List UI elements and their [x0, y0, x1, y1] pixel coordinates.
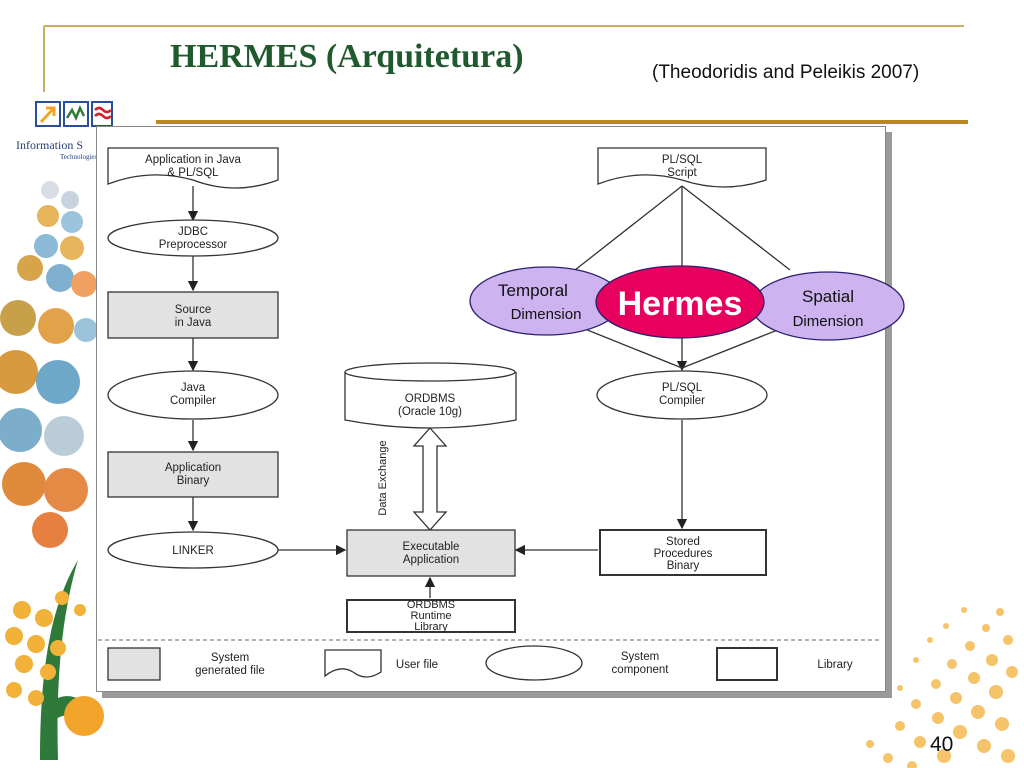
runtime-library-node: ORDBMS Runtime Library: [346, 599, 516, 633]
svg-text:JDBC: JDBC: [178, 226, 208, 238]
svg-text:Compiler: Compiler: [170, 395, 216, 407]
page-number: 40: [930, 733, 954, 756]
svg-text:Executable: Executable: [403, 541, 460, 553]
legend-system-file-swatch: [107, 647, 161, 681]
svg-text:generated file: generated file: [195, 665, 265, 677]
svg-text:Binary: Binary: [177, 475, 210, 487]
svg-text:Procedures: Procedures: [654, 548, 713, 560]
plsql-script-node: PL/SQL Script: [597, 147, 767, 188]
svg-text:System: System: [211, 652, 249, 664]
citation: (Theodoridis and Peleikis 2007): [652, 62, 920, 83]
svg-text:Hermes: Hermes: [618, 285, 743, 323]
right-dots: [866, 607, 1018, 768]
logo-icon: [35, 101, 113, 127]
svg-text:Library: Library: [817, 659, 852, 671]
svg-text:Binary: Binary: [667, 560, 700, 572]
green-swoosh: [40, 560, 78, 760]
spatial-dimension-node: Spatial Dimension: [751, 271, 905, 341]
data-exchange-label: Data Exchange: [377, 440, 389, 515]
ordbms-database-node: ORDBMS (Oracle 10g): [344, 362, 517, 429]
stored-procedures-node: Stored Procedures Binary: [599, 529, 767, 576]
svg-text:Application: Application: [403, 554, 459, 566]
slide-title: HERMES (Arquitetura): [170, 38, 524, 75]
svg-text:(Oracle 10g): (Oracle 10g): [398, 406, 462, 418]
linker-node: LINKER: [107, 531, 279, 569]
legend: System generated file User file System c…: [107, 645, 853, 681]
svg-text:Preprocessor: Preprocessor: [159, 239, 228, 251]
svg-text:ORDBMS: ORDBMS: [407, 599, 455, 611]
executable-application-node: Executable Application: [346, 529, 516, 577]
svg-text:Runtime: Runtime: [411, 610, 452, 622]
svg-text:PL/SQL: PL/SQL: [662, 154, 703, 166]
svg-text:System: System: [621, 651, 659, 663]
orange-ball: [64, 696, 104, 736]
svg-text:Application in Java: Application in Java: [145, 154, 241, 166]
svg-text:Temporal: Temporal: [498, 281, 568, 300]
svg-text:Application: Application: [165, 462, 221, 474]
svg-text:User file: User file: [396, 659, 438, 671]
data-exchange-arrow: [412, 427, 448, 531]
legend-component-swatch: [485, 645, 583, 681]
application-java-node: Application in Java & PL/SQL: [107, 147, 279, 189]
legend-library-swatch: [716, 647, 778, 681]
svg-text:Compiler: Compiler: [659, 395, 705, 407]
svg-text:Dimension: Dimension: [793, 313, 864, 330]
svg-text:Stored: Stored: [666, 536, 700, 548]
java-compiler-node: Java Compiler: [107, 370, 279, 420]
logo-text: Information S: [16, 138, 83, 152]
svg-text:component: component: [612, 664, 670, 676]
svg-text:Spatial: Spatial: [802, 287, 854, 306]
svg-text:Dimension: Dimension: [511, 306, 582, 323]
connectors: [187, 185, 791, 598]
svg-text:Source: Source: [175, 304, 211, 316]
temporal-dimension-node: Temporal Dimension: [469, 266, 623, 336]
svg-text:PL/SQL: PL/SQL: [662, 382, 703, 394]
application-binary-node: Application Binary: [107, 451, 279, 498]
svg-text:ORDBMS: ORDBMS: [405, 393, 456, 405]
hexagon-cluster: [0, 181, 98, 548]
left-dots: [5, 591, 86, 706]
svg-text:LINKER: LINKER: [172, 545, 214, 557]
svg-text:& PL/SQL: & PL/SQL: [167, 167, 219, 179]
logo-subtext: Technologies: [60, 153, 98, 161]
svg-text:in Java: in Java: [175, 317, 212, 329]
jdbc-preprocessor-node: JDBC Preprocessor: [107, 219, 279, 257]
legend-user-file-swatch: [324, 649, 382, 678]
svg-text:Library: Library: [414, 621, 448, 633]
svg-text:Java: Java: [181, 382, 206, 394]
hermes-node: Hermes: [595, 265, 765, 339]
plsql-compiler-node: PL/SQL Compiler: [596, 370, 768, 420]
source-java-node: Source in Java: [107, 291, 279, 339]
svg-text:Script: Script: [667, 167, 697, 179]
